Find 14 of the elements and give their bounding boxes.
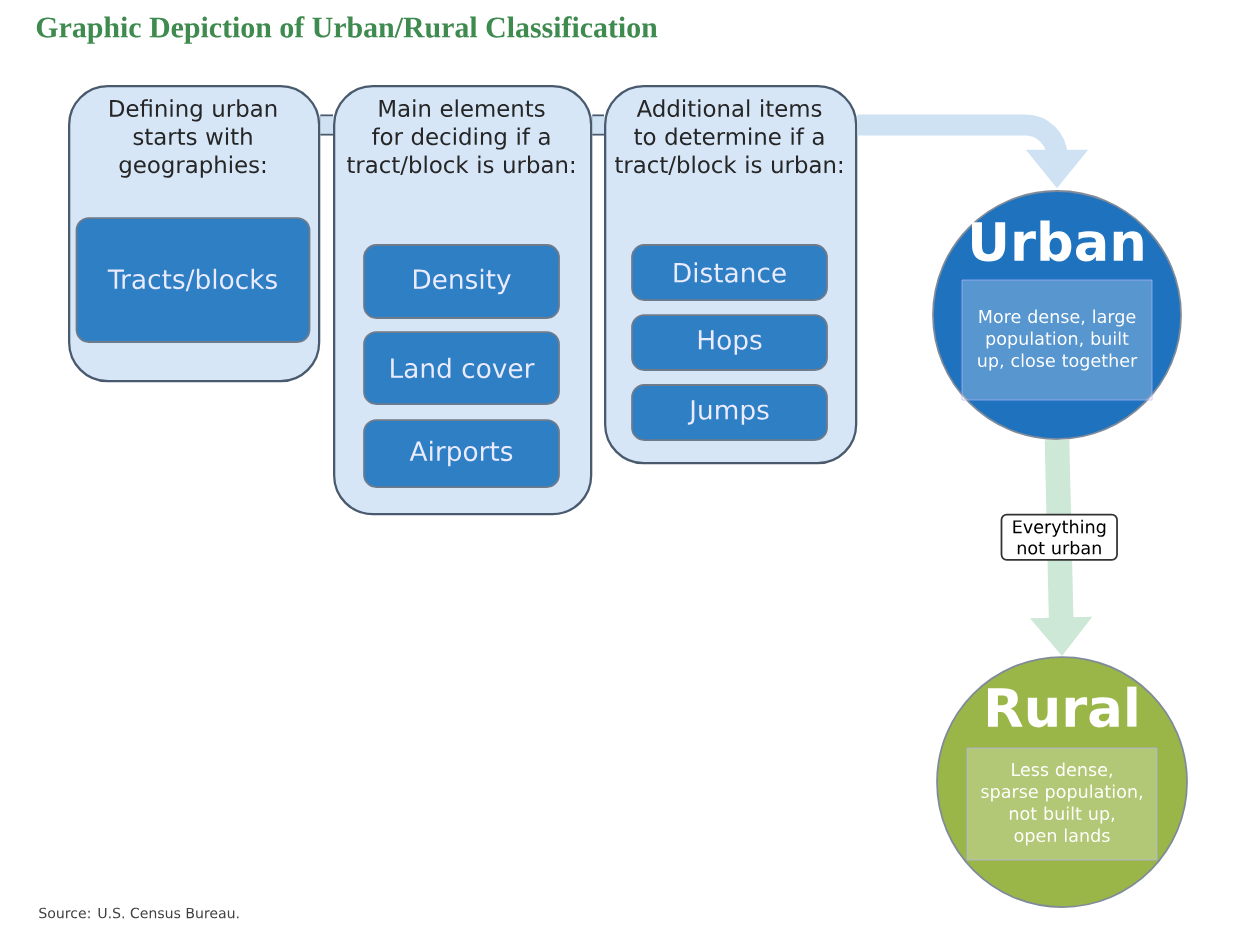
description-box: More dense, large population, built up, close together [961,279,1153,401]
title: Graphic Depiction of Urban/Rural Classification [36,16,658,44]
item-box: Hops [631,314,828,371]
item-box: Distance [631,244,828,301]
item-box: Density [363,244,560,319]
item-box: Airports [363,419,560,488]
connector-bar [320,114,333,136]
source-note: Source: U.S. Census Bureau. [39,907,239,919]
item-box: Jumps [631,384,828,441]
description-box: Less dense, sparse population, not built up, open lands [966,747,1158,861]
item-box: Tracts/blocks [75,217,311,343]
connector-bar [592,114,604,136]
item-box: Land cover [363,331,560,405]
edge-label: Everything not urban [1000,513,1118,561]
